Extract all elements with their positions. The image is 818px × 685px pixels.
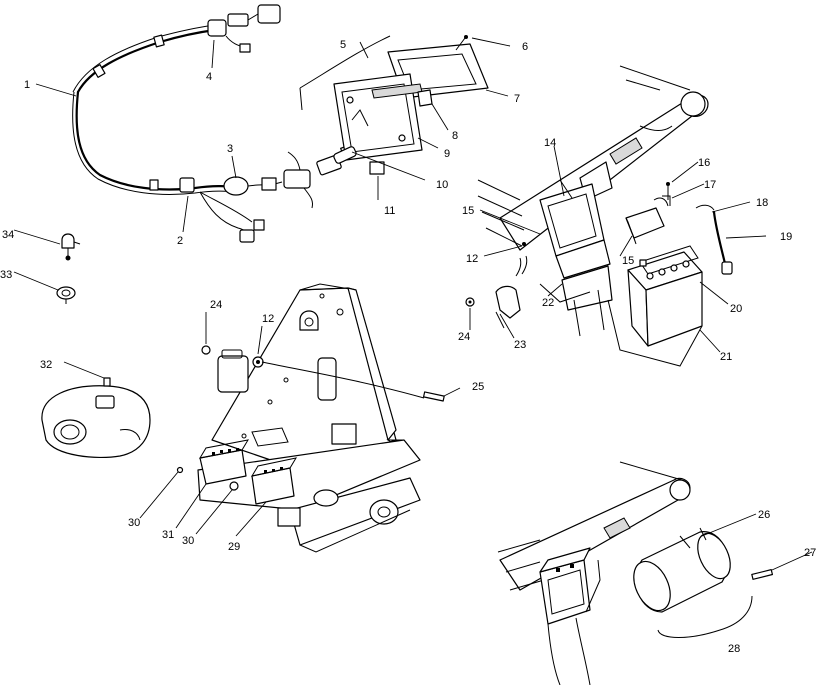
cdi-box-29 (250, 457, 298, 505)
starter-motor (633, 527, 731, 613)
flasher-bracket (317, 357, 337, 401)
callout-14: 14 (544, 137, 556, 149)
taillight-assembly (299, 35, 489, 164)
callout-6: 6 (522, 41, 528, 53)
callout-22: 22 (542, 297, 554, 309)
callout-15-left: 15 (462, 205, 474, 217)
callout-27: 27 (804, 547, 816, 559)
callout-3: 3 (227, 143, 233, 155)
callout-30-right: 30 (182, 535, 194, 547)
harness-junction (179, 177, 195, 193)
callout-12-right: 12 (466, 253, 478, 265)
callout-11: 11 (384, 205, 395, 217)
part-block (277, 507, 301, 527)
battery-bracket (465, 242, 591, 329)
callout-25: 25 (472, 381, 484, 393)
part-33 (56, 286, 76, 304)
callout-28: 28 (728, 643, 740, 655)
callout-24-right: 24 (458, 331, 470, 343)
fuel-tank (41, 377, 151, 459)
callout-1: 1 (24, 79, 30, 91)
callout-18: 18 (756, 197, 768, 209)
ignition-coil (201, 345, 425, 399)
callout-32: 32 (40, 359, 52, 371)
bolt-27 (751, 569, 774, 580)
callout-19: 19 (780, 231, 792, 243)
callout-2: 2 (177, 235, 183, 247)
chassis-frame-left (197, 283, 421, 553)
leader-lines (13, 37, 813, 571)
wiring-harness (72, 4, 356, 243)
screw-30 (176, 466, 184, 474)
callout-34: 34 (2, 229, 14, 241)
harness-connector-top (207, 19, 227, 37)
bolt-25 (422, 391, 445, 402)
connector-3 (223, 176, 249, 196)
callout-8: 8 (452, 130, 458, 142)
callout-5: 5 (340, 39, 346, 51)
bracket-28 (657, 595, 753, 638)
callout-10: 10 (436, 179, 448, 191)
callout-30-left: 30 (128, 517, 140, 529)
callout-9: 9 (444, 148, 450, 160)
callout-15-right: 15 (622, 255, 634, 267)
callout-31: 31 (162, 529, 174, 541)
callout-20: 20 (730, 303, 742, 315)
callout-16: 16 (698, 157, 710, 169)
callout-7: 7 (514, 93, 520, 105)
callout-33: 33 (0, 269, 12, 281)
battery (627, 245, 703, 347)
callout-4: 4 (206, 71, 212, 83)
battery-cables (653, 182, 733, 275)
callout-17: 17 (704, 179, 716, 191)
callout-21: 21 (720, 351, 732, 363)
callout-12-left: 12 (262, 313, 274, 325)
callout-24-left: 24 (210, 299, 222, 311)
chassis-frame-right (477, 65, 709, 337)
cdi-box-31 (198, 439, 250, 491)
callout-26: 26 (758, 509, 770, 521)
callout-labels: 1 2 3 4 5 6 7 8 9 10 11 12 12 14 15 15 1… (0, 39, 816, 655)
callout-23: 23 (514, 339, 526, 351)
solenoid (539, 547, 601, 685)
callout-29: 29 (228, 541, 240, 553)
part-34 (61, 233, 81, 261)
